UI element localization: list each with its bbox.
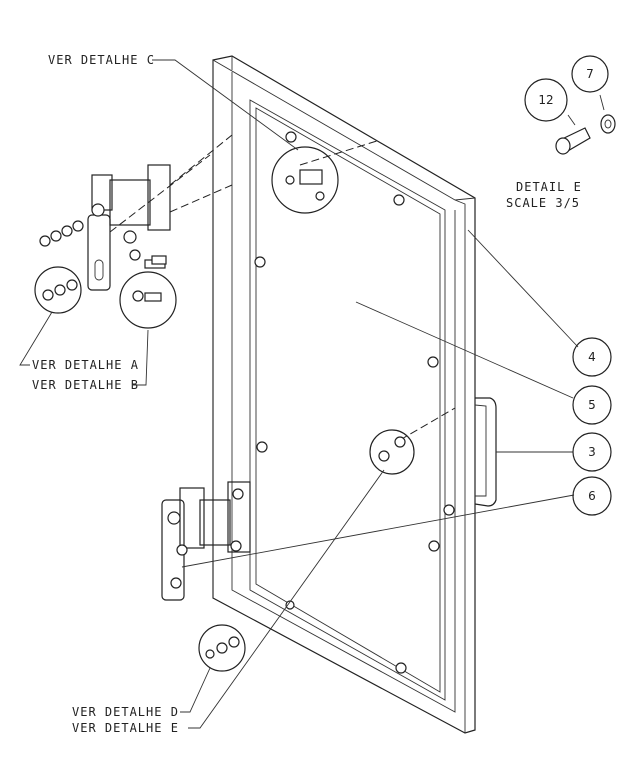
balloon-3: 3 bbox=[572, 432, 612, 472]
door-frame bbox=[212, 55, 476, 734]
balloon-5: 5 bbox=[572, 385, 612, 425]
balloon-6-label: 6 bbox=[588, 489, 596, 503]
callout-detail-d: VER DETALHE D bbox=[72, 705, 179, 719]
balloon-7: 7 bbox=[571, 55, 609, 93]
glass-panel bbox=[249, 99, 446, 701]
balloon-12-label: 12 bbox=[538, 93, 553, 107]
balloon-4-label: 4 bbox=[588, 350, 596, 364]
door-handle bbox=[474, 397, 497, 507]
callout-detail-e: VER DETALHE E bbox=[72, 721, 179, 735]
callout-detail-c: VER DETALHE C bbox=[48, 53, 155, 67]
detail-e-scale: SCALE 3/5 bbox=[506, 196, 580, 210]
callout-detail-b: VER DETALHE B bbox=[32, 378, 139, 392]
panel-bolts bbox=[254, 131, 455, 674]
detail-e-parts bbox=[555, 114, 616, 155]
balloon-6: 6 bbox=[572, 476, 612, 516]
upper-hinge bbox=[87, 164, 171, 291]
assembly-lines bbox=[109, 134, 456, 441]
detail-e-title: DETAIL E bbox=[516, 180, 582, 194]
detail-circles bbox=[34, 146, 415, 672]
balloon-5-label: 5 bbox=[588, 398, 596, 412]
balloon-3-label: 3 bbox=[588, 445, 596, 459]
balloon-12: 12 bbox=[524, 78, 568, 122]
lower-hinge bbox=[161, 481, 251, 601]
loose-washers bbox=[39, 220, 167, 265]
balloon-7-label: 7 bbox=[586, 67, 594, 81]
balloon-4: 4 bbox=[572, 337, 612, 377]
leader-lines bbox=[19, 59, 605, 729]
callout-detail-a: VER DETALHE A bbox=[32, 358, 139, 372]
